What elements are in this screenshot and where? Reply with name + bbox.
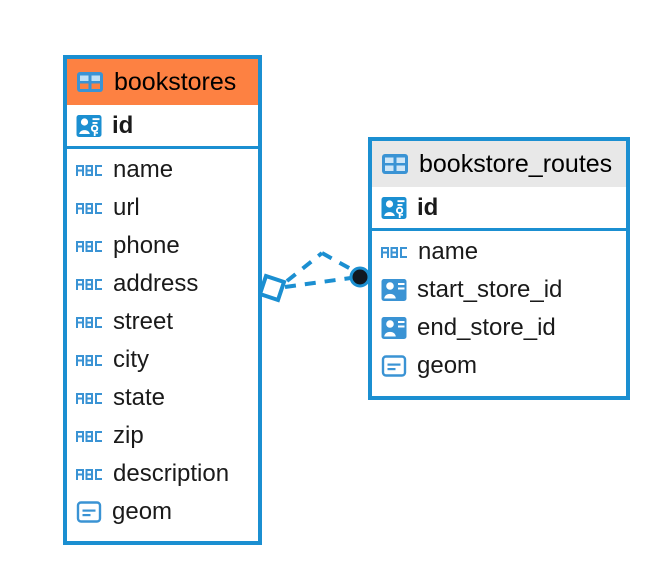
field-label: id — [112, 111, 134, 139]
abc-text-icon — [76, 165, 102, 176]
field-row[interactable]: name — [67, 151, 258, 189]
primary-key-icon — [76, 114, 102, 137]
field-row-primary-key[interactable]: id — [67, 105, 258, 149]
abc-text-icon — [76, 469, 102, 480]
field-list: name url phone address street city state zip des… — [67, 149, 258, 531]
field-row[interactable]: phone — [67, 227, 258, 265]
field-row-primary-key[interactable]: id — [372, 187, 626, 231]
field-label: phone — [113, 232, 180, 259]
abc-text-icon — [76, 355, 102, 366]
abc-text-icon — [76, 241, 102, 252]
connector-line-upper-left — [285, 251, 324, 283]
abc-text-icon — [76, 203, 102, 214]
geometry-icon — [381, 355, 407, 377]
entity-header[interactable]: bookstore_routes — [372, 141, 626, 187]
field-label: name — [113, 156, 174, 183]
many-filled-circle-endpoint — [349, 266, 371, 288]
field-row[interactable]: city — [67, 341, 258, 379]
abc-text-icon — [381, 247, 407, 258]
field-row[interactable]: zip — [67, 417, 258, 455]
field-label: zip — [113, 422, 144, 449]
connector-line-lower — [284, 275, 359, 289]
field-label: url — [113, 194, 140, 221]
field-row[interactable]: name — [372, 233, 626, 271]
field-label: geom — [417, 352, 478, 379]
geometry-icon — [76, 501, 102, 523]
entity-title: bookstore_routes — [419, 149, 613, 178]
field-label: id — [417, 193, 439, 221]
table-icon — [382, 154, 408, 174]
field-row[interactable]: geom — [67, 493, 258, 531]
entity-table-bookstores[interactable]: bookstores id name url phone address street c… — [63, 55, 262, 545]
field-row[interactable]: address — [67, 265, 258, 303]
connector-line-upper-right — [321, 251, 359, 275]
abc-text-icon — [76, 431, 102, 442]
field-label: name — [418, 238, 479, 265]
field-label: state — [113, 384, 166, 411]
field-label: city — [113, 346, 149, 373]
foreign-key-icon — [381, 317, 407, 339]
field-row[interactable]: street — [67, 303, 258, 341]
field-label: description — [113, 460, 230, 487]
field-label: geom — [112, 498, 173, 525]
field-label: street — [113, 308, 174, 335]
entity-header[interactable]: bookstores — [67, 59, 258, 105]
zero-or-one-diamond-endpoint — [257, 273, 287, 303]
entity-title: bookstores — [114, 67, 237, 96]
field-row[interactable]: state — [67, 379, 258, 417]
table-icon — [77, 72, 103, 92]
field-label: end_store_id — [417, 314, 556, 341]
field-label: start_store_id — [417, 276, 563, 303]
abc-text-icon — [76, 393, 102, 404]
field-row[interactable]: geom — [372, 347, 626, 385]
field-row[interactable]: start_store_id — [372, 271, 626, 309]
abc-text-icon — [76, 279, 102, 290]
field-label: address — [113, 270, 199, 297]
field-row[interactable]: end_store_id — [372, 309, 626, 347]
abc-text-icon — [76, 317, 102, 328]
field-row[interactable]: description — [67, 455, 258, 493]
primary-key-icon — [381, 196, 407, 219]
foreign-key-icon — [381, 279, 407, 301]
field-row[interactable]: url — [67, 189, 258, 227]
